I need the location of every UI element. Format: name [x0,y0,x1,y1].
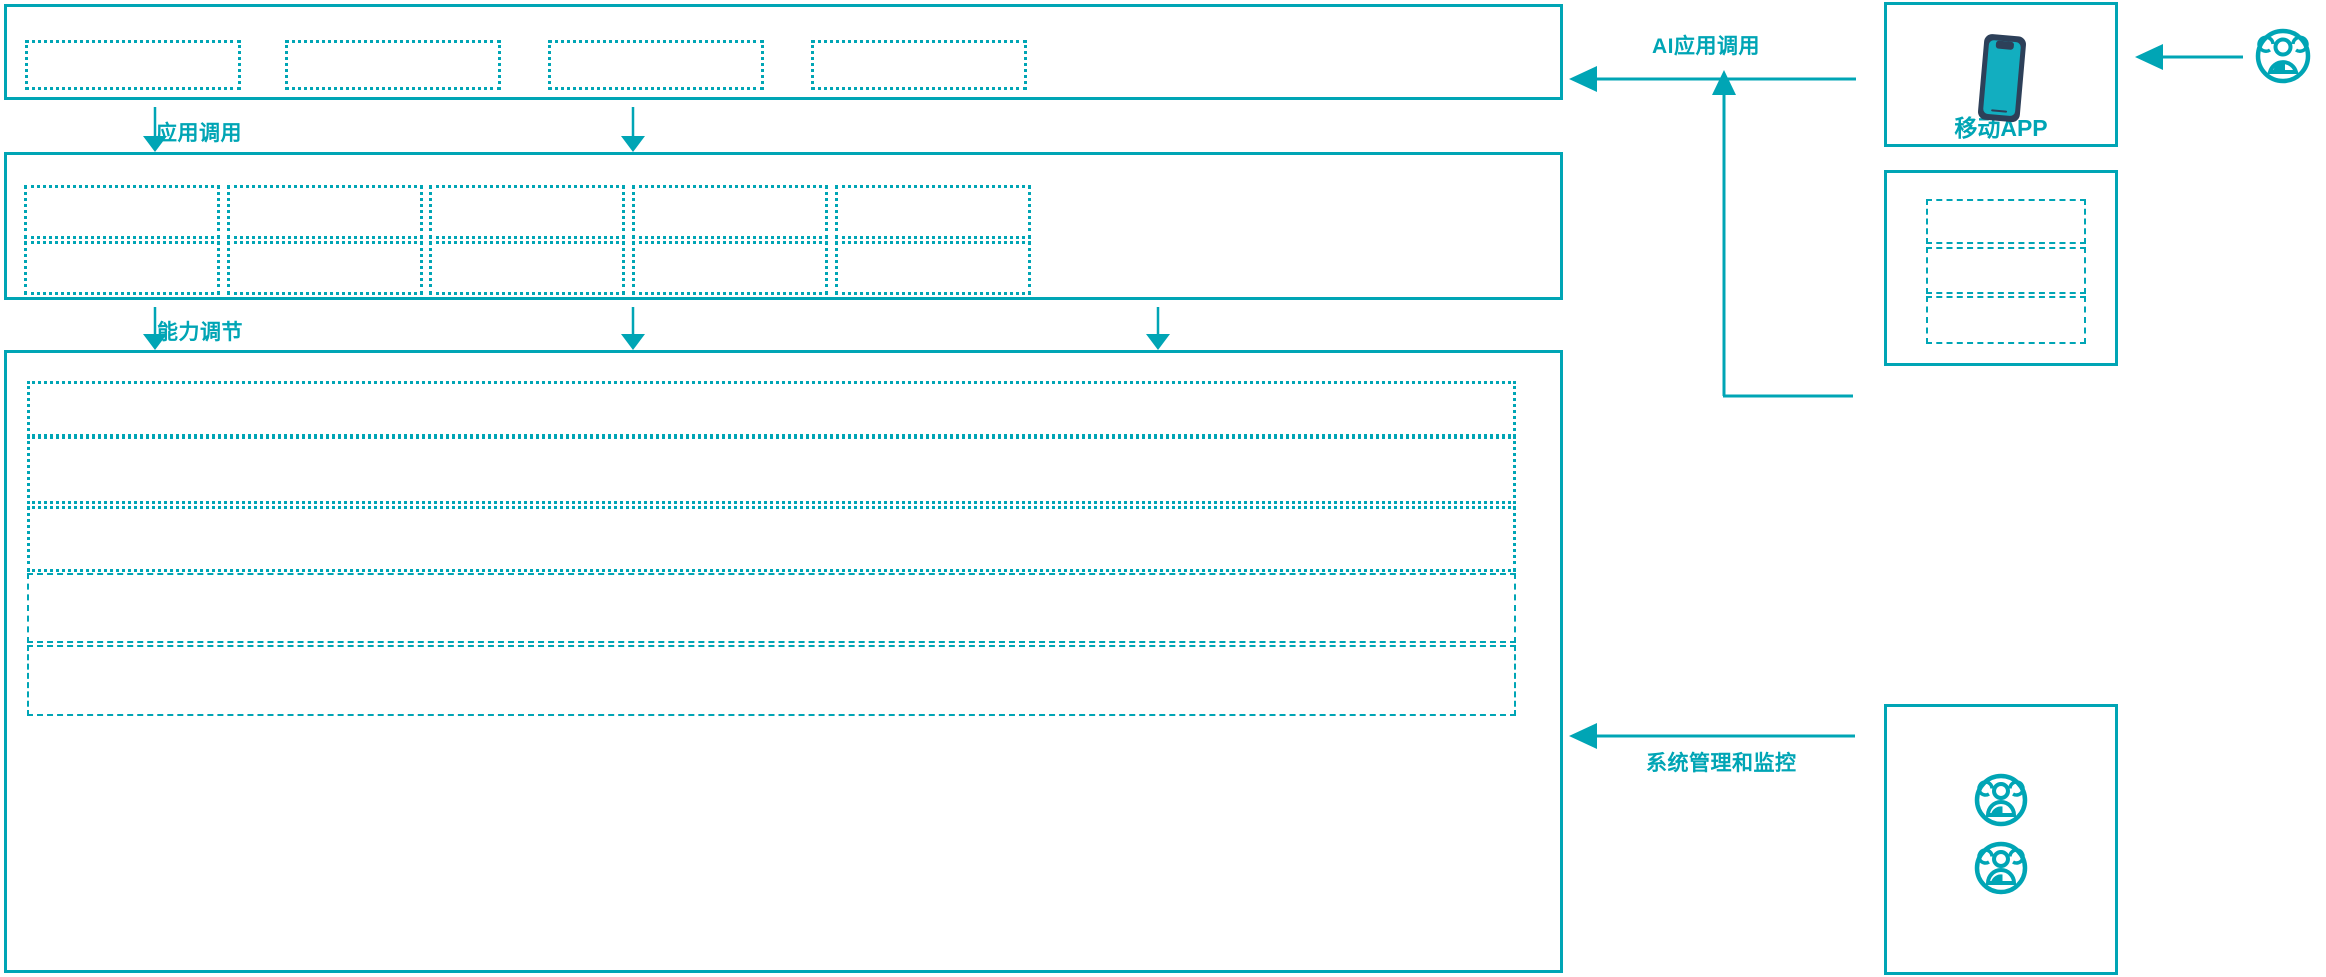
capability-cell-r2c1[interactable] [24,241,220,295]
edge-label-system-admin-monitor: 系统管理和监控 [1646,752,1797,775]
application-cell-2[interactable] [285,40,501,90]
capability-cell-r1c2[interactable] [227,185,423,239]
arrow-left-icon-ai-invoke [1569,66,1856,92]
channel-slot-1[interactable] [1926,199,2086,244]
edge-label-capability-adjust: 能力调节 [157,321,243,344]
capability-cell-r1c3[interactable] [429,185,625,239]
capability-cell-r1c4[interactable] [632,185,828,239]
capability-cell-r1c5[interactable] [835,185,1031,239]
capability-cell-r2c3[interactable] [429,241,625,295]
capability-cell-r2c4[interactable] [632,241,828,295]
arrow-left-icon-user-to-app [2135,44,2243,70]
arrow-down-icon-cap-3 [1146,307,1170,350]
application-cell-1[interactable] [25,40,241,90]
connector-channel-to-ai-invoke [1712,70,1853,398]
platform-row-4[interactable] [27,573,1516,643]
operations-users-node[interactable] [1884,704,2118,975]
capability-cell-r2c5[interactable] [835,241,1031,295]
capability-cell-r1c1[interactable] [24,185,220,239]
application-cell-4[interactable] [811,40,1027,90]
platform-row-3[interactable] [27,506,1516,572]
mobile-app-caption: 移动APP [1954,115,2048,141]
mobile-app-node[interactable]: 移动APP [1884,2,2118,147]
application-layer-panel[interactable] [4,4,1563,100]
arrow-down-icon-cap-2 [621,307,645,350]
platform-row-1[interactable] [27,381,1516,437]
capability-cell-r2c2[interactable] [227,241,423,295]
platform-row-2[interactable] [27,436,1516,504]
arrow-down-icon-app-right [621,107,645,152]
channel-slot-2[interactable] [1926,247,2086,294]
edge-label-app-invoke: 应用调用 [156,122,242,145]
user-group-icon-end-user [2255,28,2311,84]
arrow-left-icon-system-admin [1569,723,1855,749]
platform-row-5[interactable] [27,645,1516,716]
edge-label-ai-app-invoke: AI应用调用 [1652,35,1760,58]
channel-slot-3[interactable] [1926,296,2086,344]
application-cell-3[interactable] [548,40,764,90]
